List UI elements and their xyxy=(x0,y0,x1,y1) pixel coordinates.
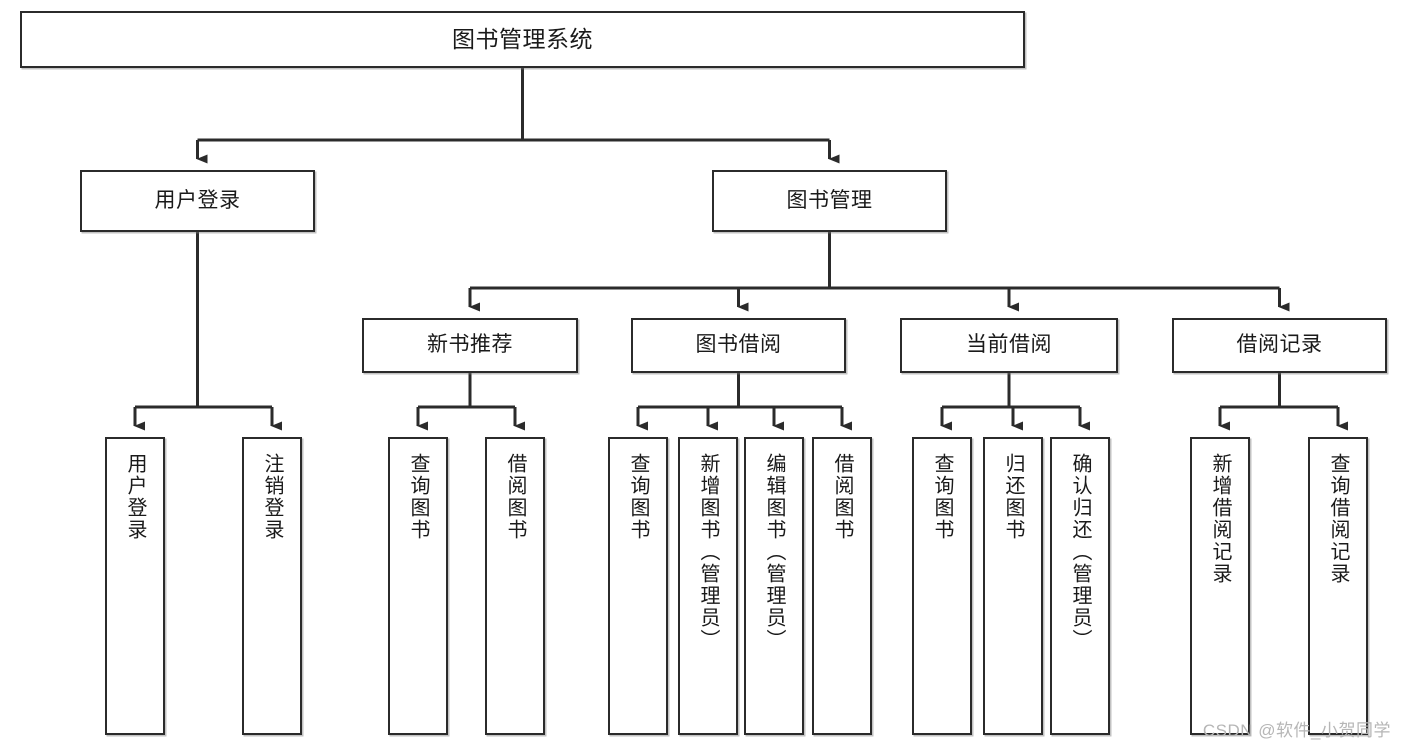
node-label: 查询借阅记录 xyxy=(1327,453,1349,585)
node-label: 图书借阅 xyxy=(695,333,782,357)
node-borrow-record[interactable]: 借阅记录 xyxy=(1172,318,1387,373)
node-leaf-rec-borrow-book[interactable]: 借阅图书 xyxy=(485,437,545,735)
watermark-text: CSDN @软件_小贺同学 xyxy=(1202,721,1391,740)
node-leaf-user-logout[interactable]: 注销登录 xyxy=(242,437,302,735)
node-label: 编辑图书（管理员） xyxy=(763,453,785,651)
node-current-borrow[interactable]: 当前借阅 xyxy=(900,318,1118,373)
node-label: 图书管理 xyxy=(786,188,873,212)
node-label: 查询图书 xyxy=(407,453,429,541)
node-leaf-borrow-borrow-book[interactable]: 借阅图书 xyxy=(812,437,872,735)
node-label: 查询图书 xyxy=(931,453,953,541)
node-label: 当前借阅 xyxy=(966,333,1052,357)
node-leaf-current-confirm-return[interactable]: 确认归还（管理员） xyxy=(1050,437,1110,735)
node-label: 图书管理系统 xyxy=(452,26,593,53)
node-label: 新增图书（管理员） xyxy=(697,453,719,651)
node-new-book-rec[interactable]: 新书推荐 xyxy=(362,318,578,373)
node-label: 借阅记录 xyxy=(1236,333,1323,357)
node-user-login[interactable]: 用户登录 xyxy=(80,170,315,232)
node-leaf-user-login[interactable]: 用户登录 xyxy=(105,437,165,735)
node-label: 新增借阅记录 xyxy=(1209,453,1231,585)
node-label: 用户登录 xyxy=(154,188,241,212)
node-leaf-rec-query-book[interactable]: 查询图书 xyxy=(388,437,448,735)
node-leaf-borrow-add-book[interactable]: 新增图书（管理员） xyxy=(678,437,738,735)
node-leaf-borrow-query-book[interactable]: 查询图书 xyxy=(608,437,668,735)
node-root[interactable]: 图书管理系统 xyxy=(20,11,1025,68)
node-label: 注销登录 xyxy=(261,453,283,541)
connector-group xyxy=(133,68,1348,431)
node-book-borrow[interactable]: 图书借阅 xyxy=(631,318,846,373)
node-label: 用户登录 xyxy=(124,453,146,541)
node-leaf-current-return-book[interactable]: 归还图书 xyxy=(983,437,1043,735)
node-label: 新书推荐 xyxy=(427,333,513,357)
node-leaf-current-query-book[interactable]: 查询图书 xyxy=(912,437,972,735)
node-label: 借阅图书 xyxy=(504,453,526,541)
node-book-manage[interactable]: 图书管理 xyxy=(712,170,947,232)
node-leaf-borrow-edit-book[interactable]: 编辑图书（管理员） xyxy=(744,437,804,735)
node-label: 借阅图书 xyxy=(831,453,853,541)
node-leaf-record-query[interactable]: 查询借阅记录 xyxy=(1308,437,1368,735)
node-label: 确认归还（管理员） xyxy=(1069,453,1091,651)
node-label: 查询图书 xyxy=(627,453,649,541)
node-leaf-record-add[interactable]: 新增借阅记录 xyxy=(1190,437,1250,735)
node-label: 归还图书 xyxy=(1002,453,1024,541)
